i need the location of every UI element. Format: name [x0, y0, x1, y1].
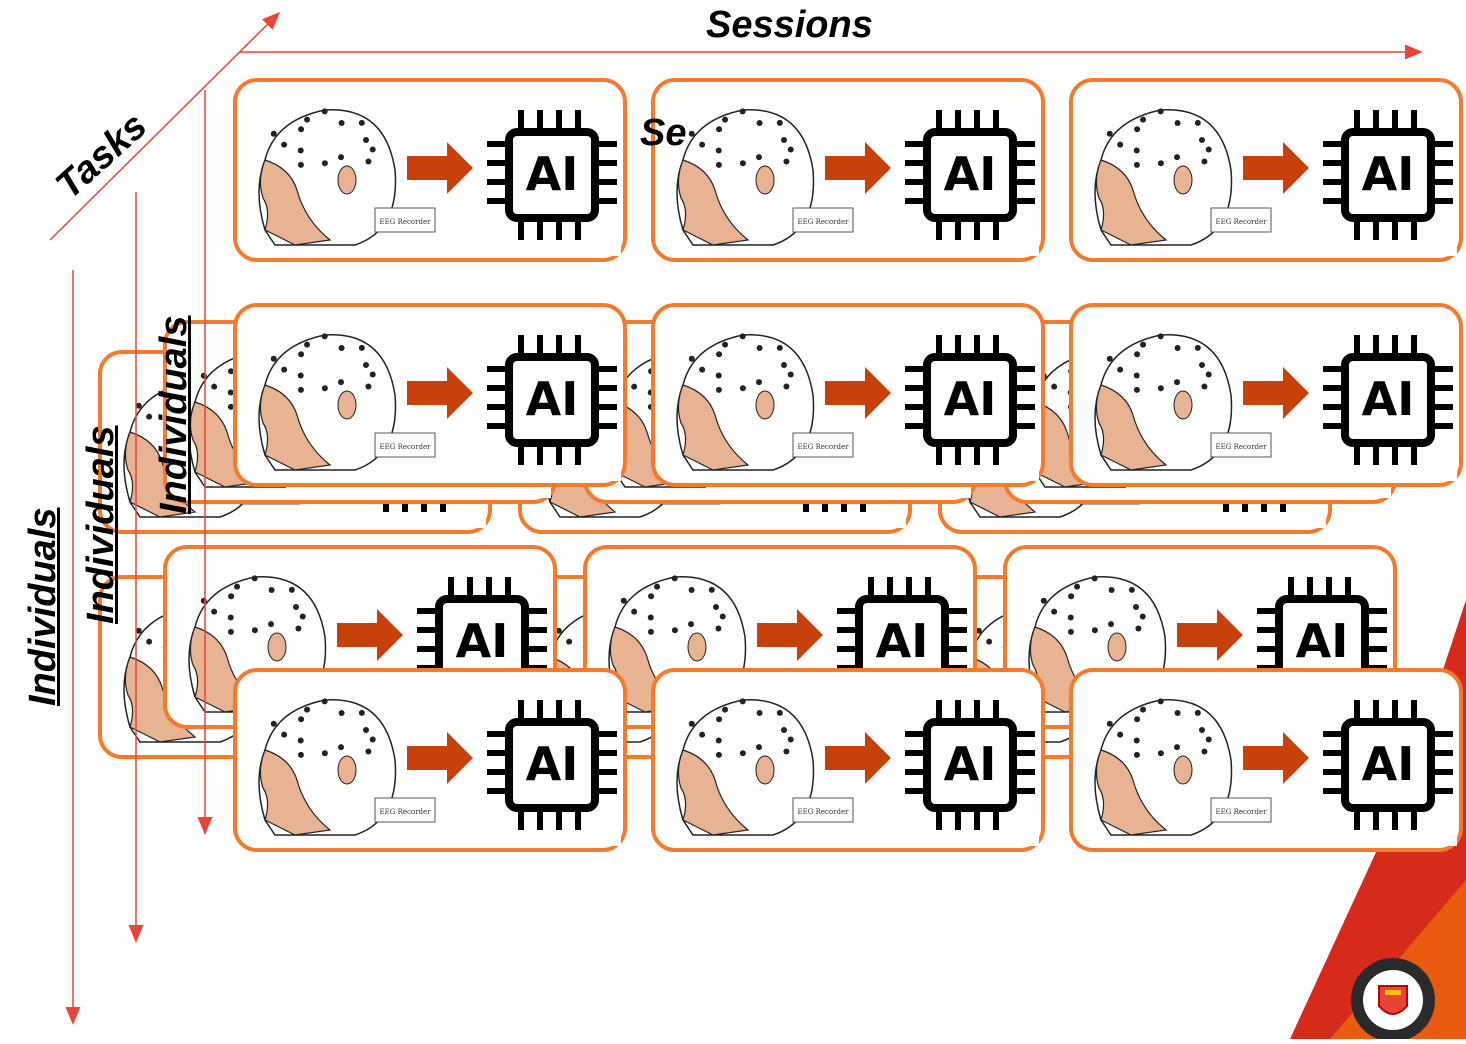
logo-seal-icon	[1351, 958, 1435, 1039]
sessions-fragment-label: Se	[640, 112, 686, 155]
eeg-recorder-label: EEG Recorder	[798, 443, 850, 451]
sessions-label: Sessions	[706, 4, 873, 47]
eeg-recorder-label: EEG Recorder	[1216, 808, 1268, 816]
eeg-recorder-label: EEG Recorder	[1216, 443, 1268, 451]
pipeline-tile: EEG Recorder AI	[653, 80, 1043, 260]
ai-chip-icon: AI	[899, 686, 1039, 846]
eeg-recorder-label: EEG Recorder	[380, 443, 432, 451]
eeg-recorder-label: EEG Recorder	[798, 808, 850, 816]
ai-label: AI	[944, 737, 997, 791]
ai-label: AI	[456, 614, 509, 668]
individuals-label-front: Individuals	[153, 316, 196, 514]
ai-chip-icon: AI	[899, 321, 1039, 481]
ai-chip-icon: AI	[481, 96, 621, 256]
ai-label: AI	[526, 147, 579, 201]
ai-label: AI	[1296, 614, 1349, 668]
eeg-recorder-label: EEG Recorder	[380, 218, 432, 226]
pipeline-tile: EEG Recorder AI	[1071, 80, 1461, 260]
ai-label: AI	[944, 372, 997, 426]
individuals-label-middle: Individuals	[80, 426, 123, 624]
eeg-recorder-label: EEG Recorder	[1216, 218, 1268, 226]
eeg-recorder-label: EEG Recorder	[798, 218, 850, 226]
ai-label: AI	[944, 147, 997, 201]
pipeline-tile: EEG Recorder AI	[653, 670, 1043, 850]
ai-label: AI	[526, 737, 579, 791]
pipeline-tile: EEG Recorder AI	[235, 80, 625, 260]
ai-chip-icon: AI	[1317, 321, 1457, 481]
ai-chip-icon: AI	[481, 321, 621, 481]
pipeline-tile: EEG Recorder AI	[1071, 670, 1461, 850]
ai-chip-icon: AI	[1317, 96, 1457, 256]
ai-label: AI	[526, 372, 579, 426]
ai-label: AI	[1362, 147, 1415, 201]
eeg-recorder-label: EEG Recorder	[380, 808, 432, 816]
ai-label: AI	[876, 614, 929, 668]
individuals-label-back: Individuals	[22, 508, 65, 706]
pipeline-tile: EEG Recorder AI	[653, 305, 1043, 485]
ai-chip-icon: AI	[1317, 686, 1457, 846]
pipeline-tile: EEG Recorder AI	[235, 670, 625, 850]
pipeline-tile: EEG Recorder AI	[1071, 305, 1461, 485]
pipeline-tile: EEG Recorder AI	[235, 305, 625, 485]
ai-chip-icon: AI	[481, 686, 621, 846]
ai-label: AI	[1362, 737, 1415, 791]
ai-label: AI	[1362, 372, 1415, 426]
ai-chip-icon: AI	[899, 96, 1039, 256]
